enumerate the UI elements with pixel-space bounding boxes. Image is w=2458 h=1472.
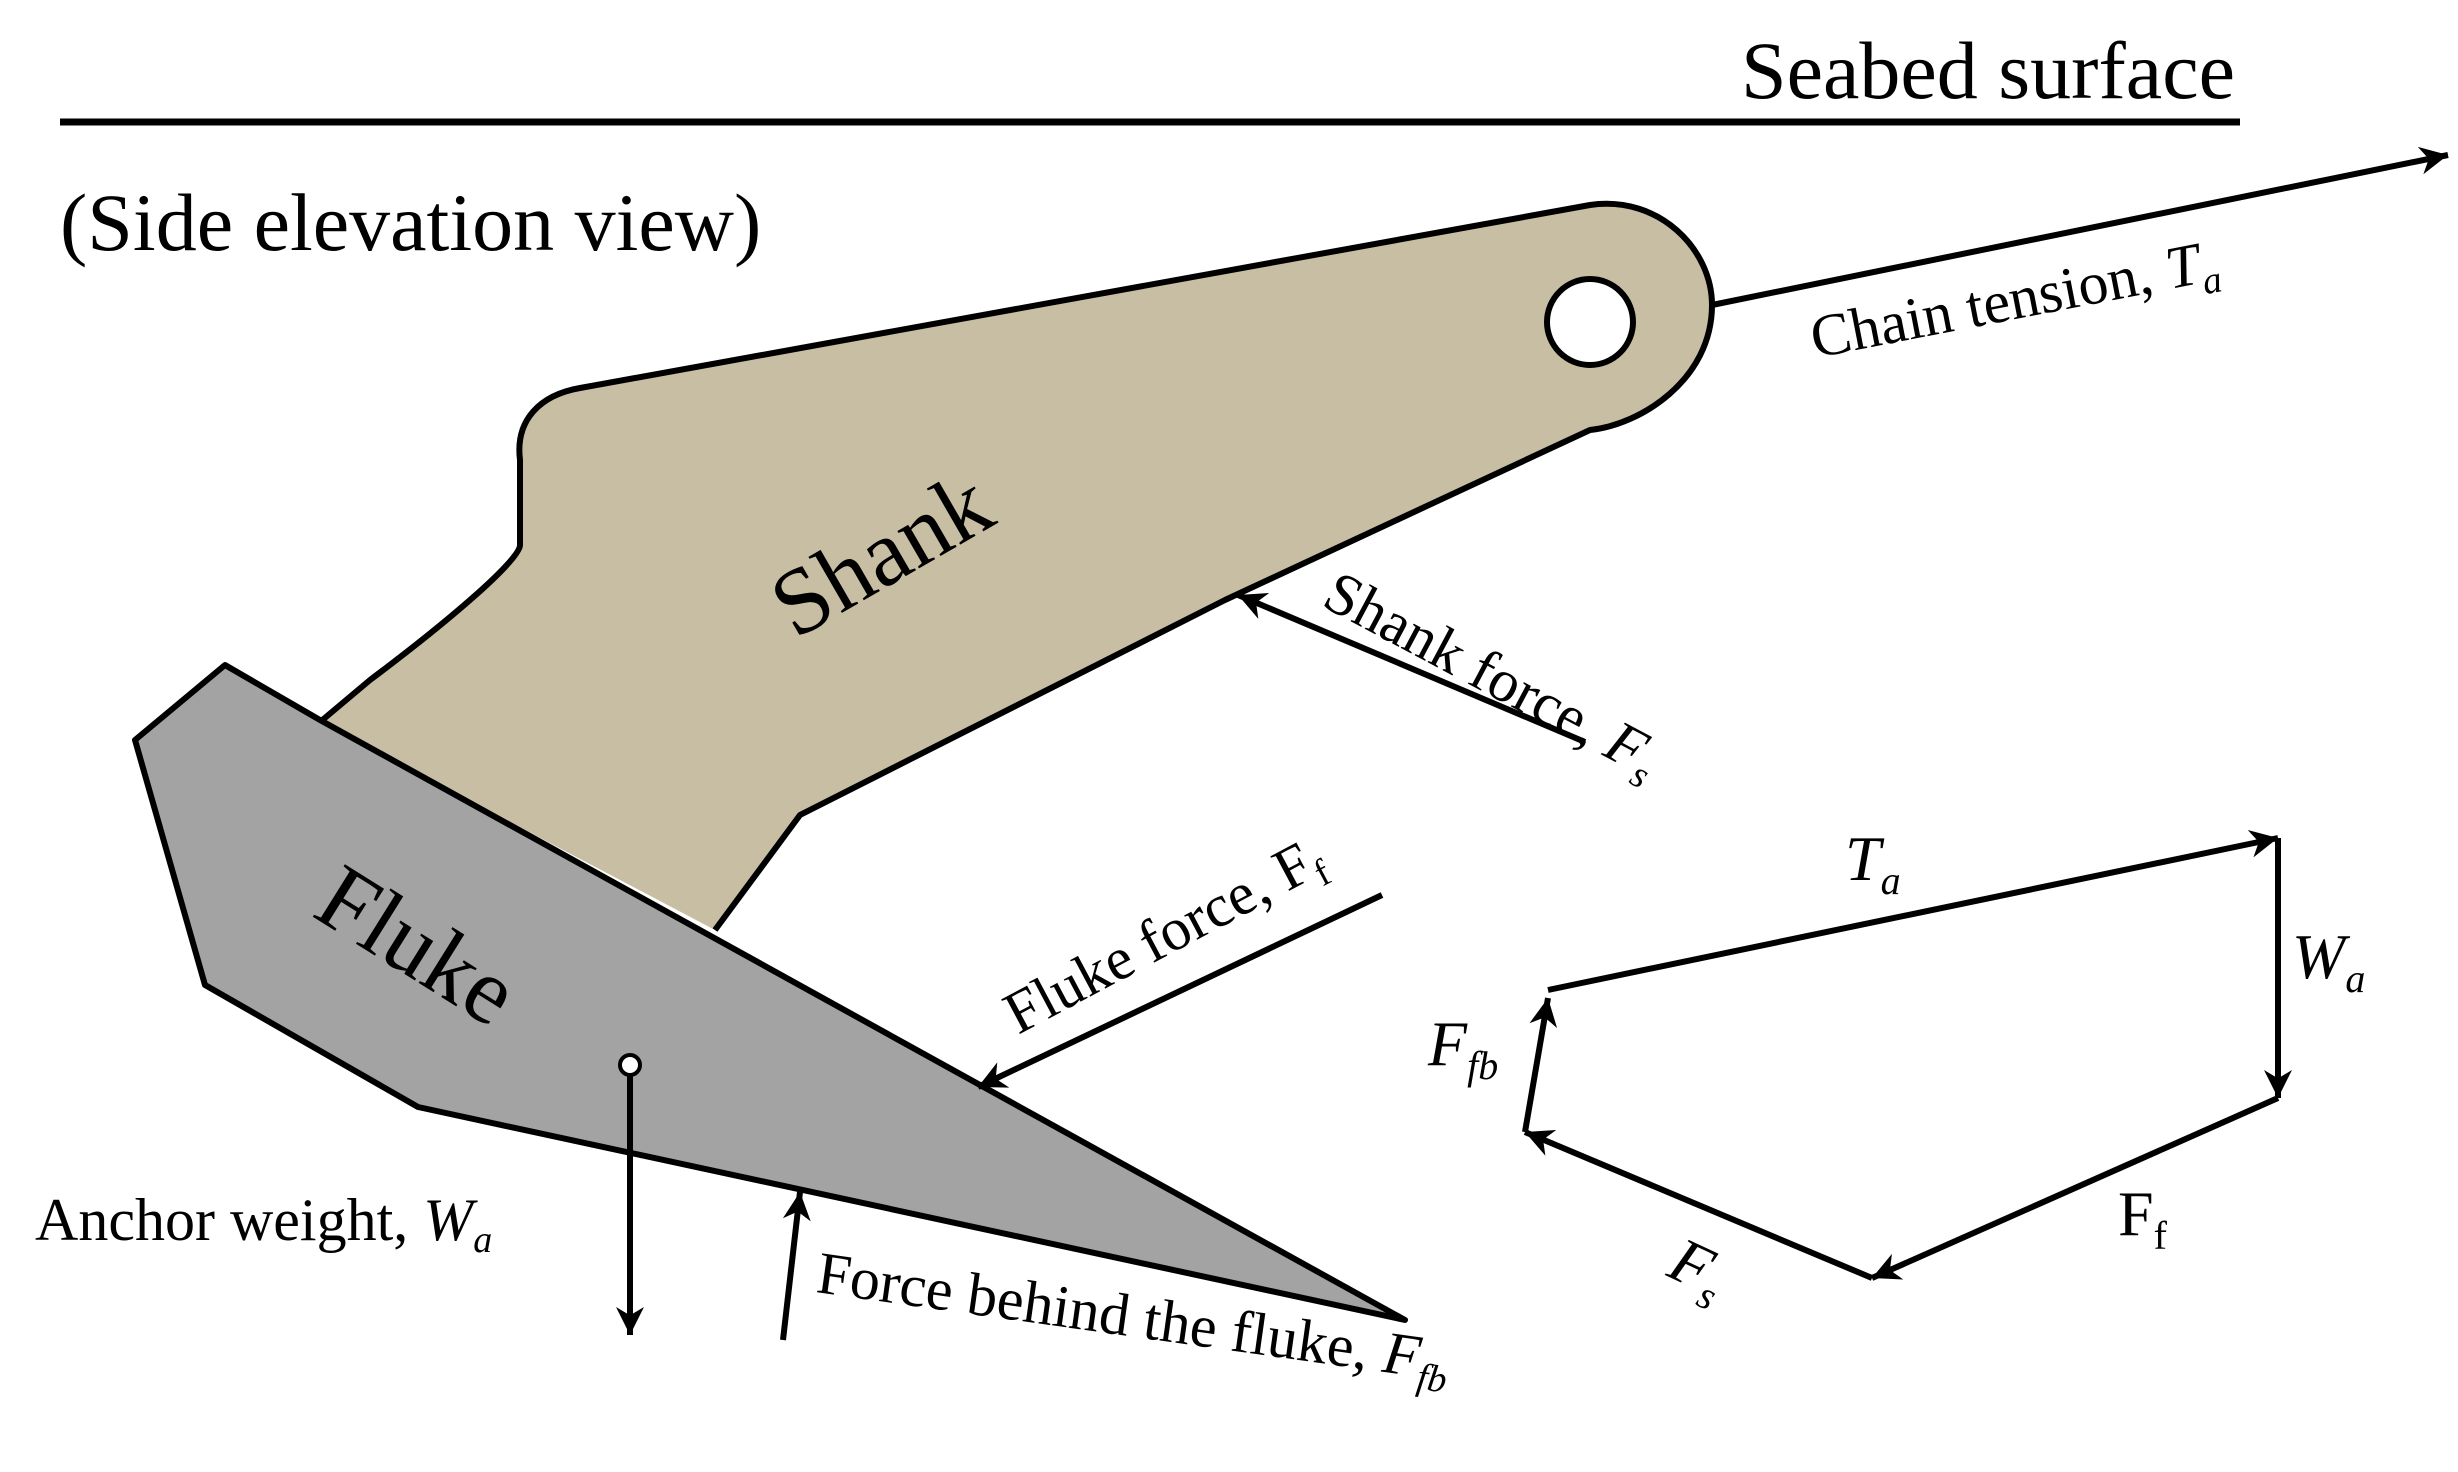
- shank-force-label: Shank force, Fs: [1310, 558, 1671, 797]
- polygon-ff-label: Ff: [2118, 1178, 2168, 1258]
- polygon-ffb-label: Ffb: [1427, 1008, 1498, 1088]
- polygon-fs-label: Fs: [1654, 1223, 1738, 1319]
- seabed-label: Seabed surface: [1741, 25, 2235, 116]
- polygon-ff-arrow: [1870, 1095, 2280, 1281]
- force-polygon: [1522, 830, 2292, 1281]
- view-label: (Side elevation view): [60, 177, 761, 268]
- polygon-ta-arrow: [1547, 830, 2279, 993]
- fluke-force-arrow: [976, 892, 1384, 1090]
- polygon-fs-arrow: [1523, 1129, 1874, 1281]
- fluke-shape: [132, 662, 1408, 1323]
- polygon-ffb-arrow: [1522, 997, 1558, 1133]
- center-of-gravity-marker: [618, 1053, 642, 1077]
- shank-outline: [318, 200, 1715, 932]
- polygon-ta-label: Ta: [1845, 823, 1901, 903]
- shackle-hole: [1544, 276, 1636, 368]
- shank-force-arrow: [1236, 592, 1587, 745]
- polygon-wa-label: Wa: [2292, 921, 2365, 1001]
- chain-tension-arrow: [1711, 146, 2449, 308]
- force-behind-arrow: [780, 1191, 811, 1341]
- anchor-weight-label: Anchor weight, Wa: [35, 1187, 492, 1261]
- chain-tension-label: Chain tension, Ta: [1805, 227, 2226, 379]
